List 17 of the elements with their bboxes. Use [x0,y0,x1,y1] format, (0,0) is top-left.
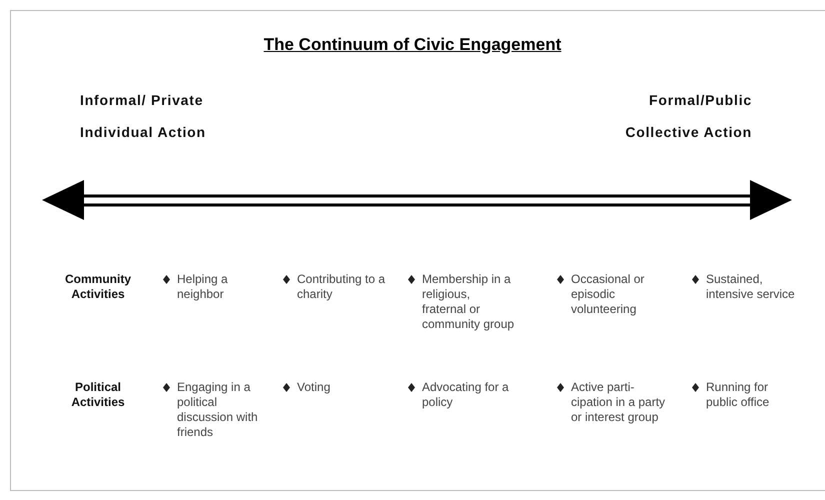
scale-end-label: Informal/ Private [80,92,204,108]
activity-item: Running for public office [706,380,770,410]
activity-item: Active parti- cipation in a party or interest group [571,380,666,425]
scale-end-label: Collective Action [625,124,752,140]
activity-item: Membership in a religious, fraternal or community group [422,272,516,332]
scale-end-label: Formal/Public [649,92,752,108]
activity-item: Helping a neighbor [177,272,229,302]
activity-item: Occasional or episodic volunteering [571,272,646,317]
activity-item: Contributing to a charity [297,272,386,302]
activity-item: Voting [297,380,332,395]
title: The Continuum of Civic Engagement [264,35,562,54]
row-label: Political Activities [70,380,126,410]
row-label: Community Activities [64,272,132,302]
activity-item: Advocating for a policy [422,380,510,410]
scale-end-label: Individual Action [80,124,206,140]
activity-item: Sustained, intensive service [706,272,796,302]
activity-item: Engaging in a political discussion with friends [177,380,259,440]
